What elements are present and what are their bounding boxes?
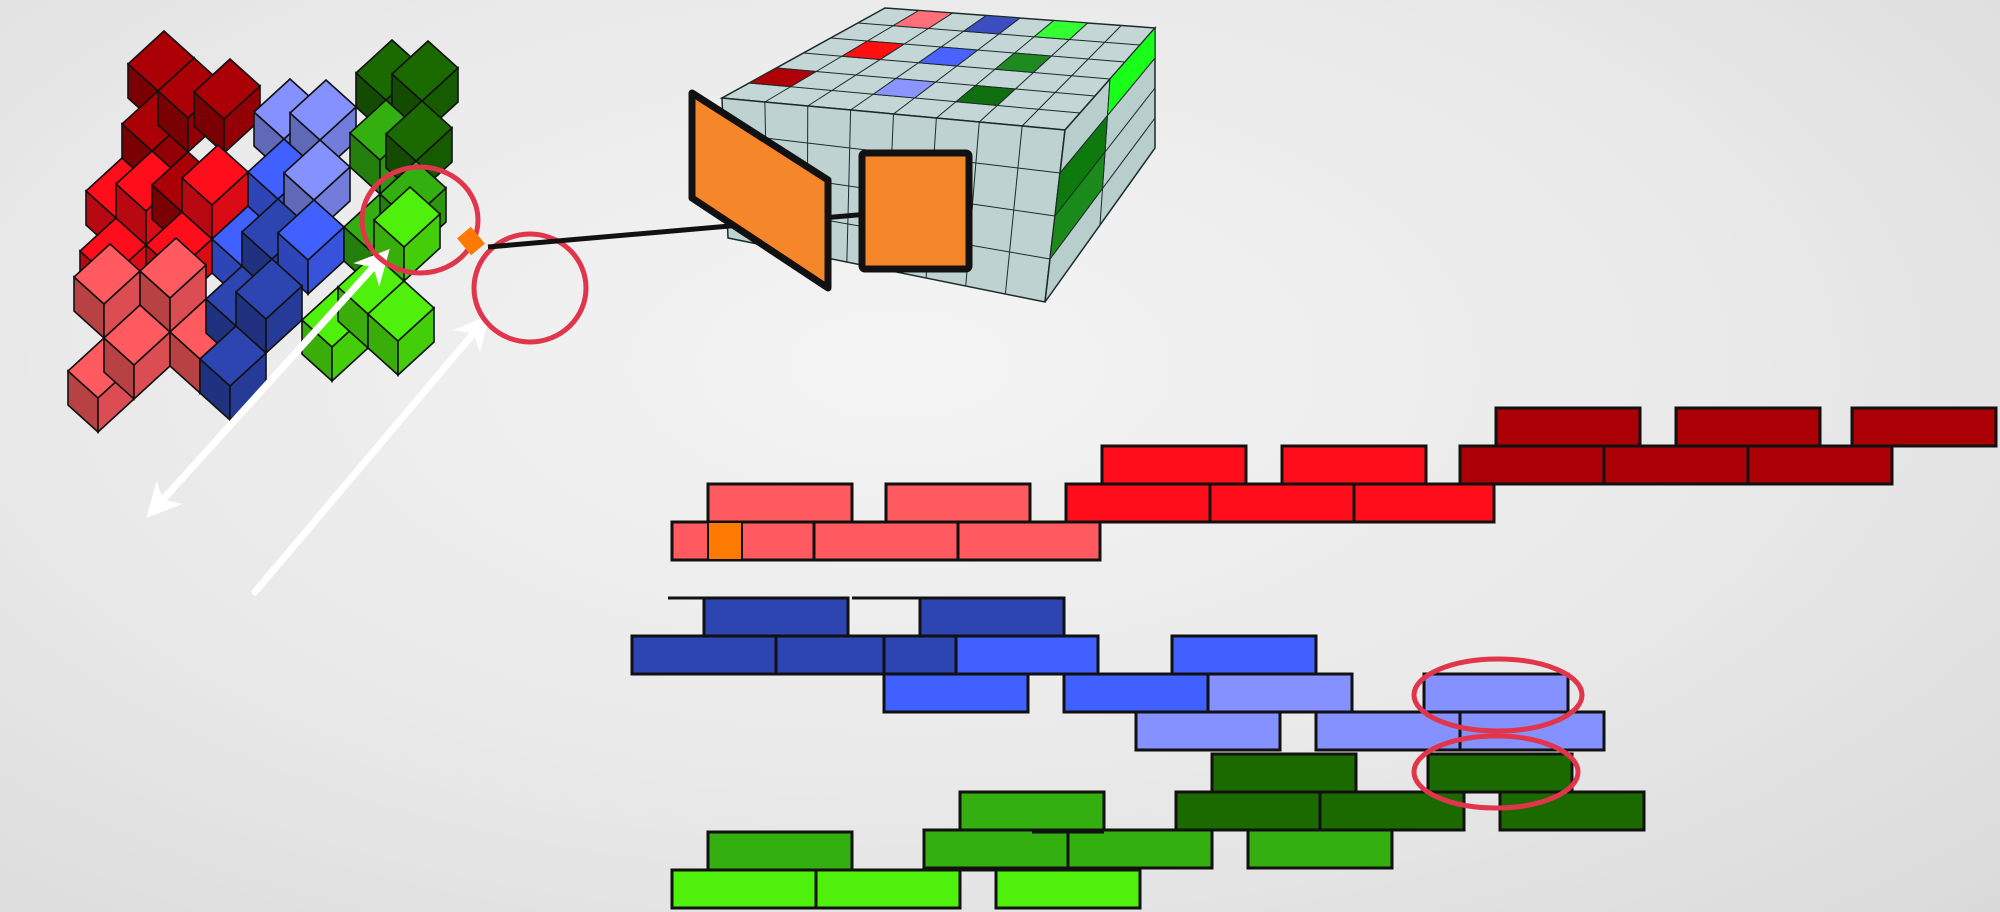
projector-square [862,153,969,269]
chain-block [1748,446,1892,484]
orange-link-cube [457,227,485,255]
chain-block [814,522,958,560]
chain-block [1428,754,1572,792]
chain-block [956,636,1098,674]
chain-block [960,792,1104,830]
chain-block [1852,408,1996,446]
chain-block [1604,446,1748,484]
chain-block [886,484,1030,522]
chain-block [1424,674,1568,712]
chain-block [1208,674,1352,712]
chain-block [1676,408,1820,446]
chain-block [1210,484,1354,522]
chain-block [816,870,960,908]
chain-block [1068,830,1212,868]
chain-block [708,832,852,870]
chain-block [1496,408,1640,446]
chain-block [672,870,816,908]
orange-link-block [708,522,742,560]
chain-block [1248,830,1392,868]
chain-block [1064,674,1208,712]
green-direction-arrow [255,328,478,592]
chain-block [1176,792,1320,830]
chain-block [996,870,1140,908]
chain-block [1172,636,1316,674]
chain-block [632,636,776,674]
chain-block [1136,712,1280,750]
chain-block [708,484,852,522]
chain-block [920,598,1064,636]
chain-block [672,522,816,560]
chain-block [1066,484,1210,522]
unfolded-chains [632,408,1996,908]
cube-lattice-3d [68,31,458,432]
chain-block [1212,754,1356,792]
chain-block [1282,446,1426,484]
highlight-circle-icon [474,234,586,342]
chain-block [958,522,1100,560]
chain-block [1460,446,1604,484]
chain-block [704,598,848,636]
chain-block [924,830,1068,868]
chain-block [884,674,1028,712]
chain-block [1500,792,1644,830]
chain-block [1102,446,1246,484]
chain-block [1354,484,1494,522]
